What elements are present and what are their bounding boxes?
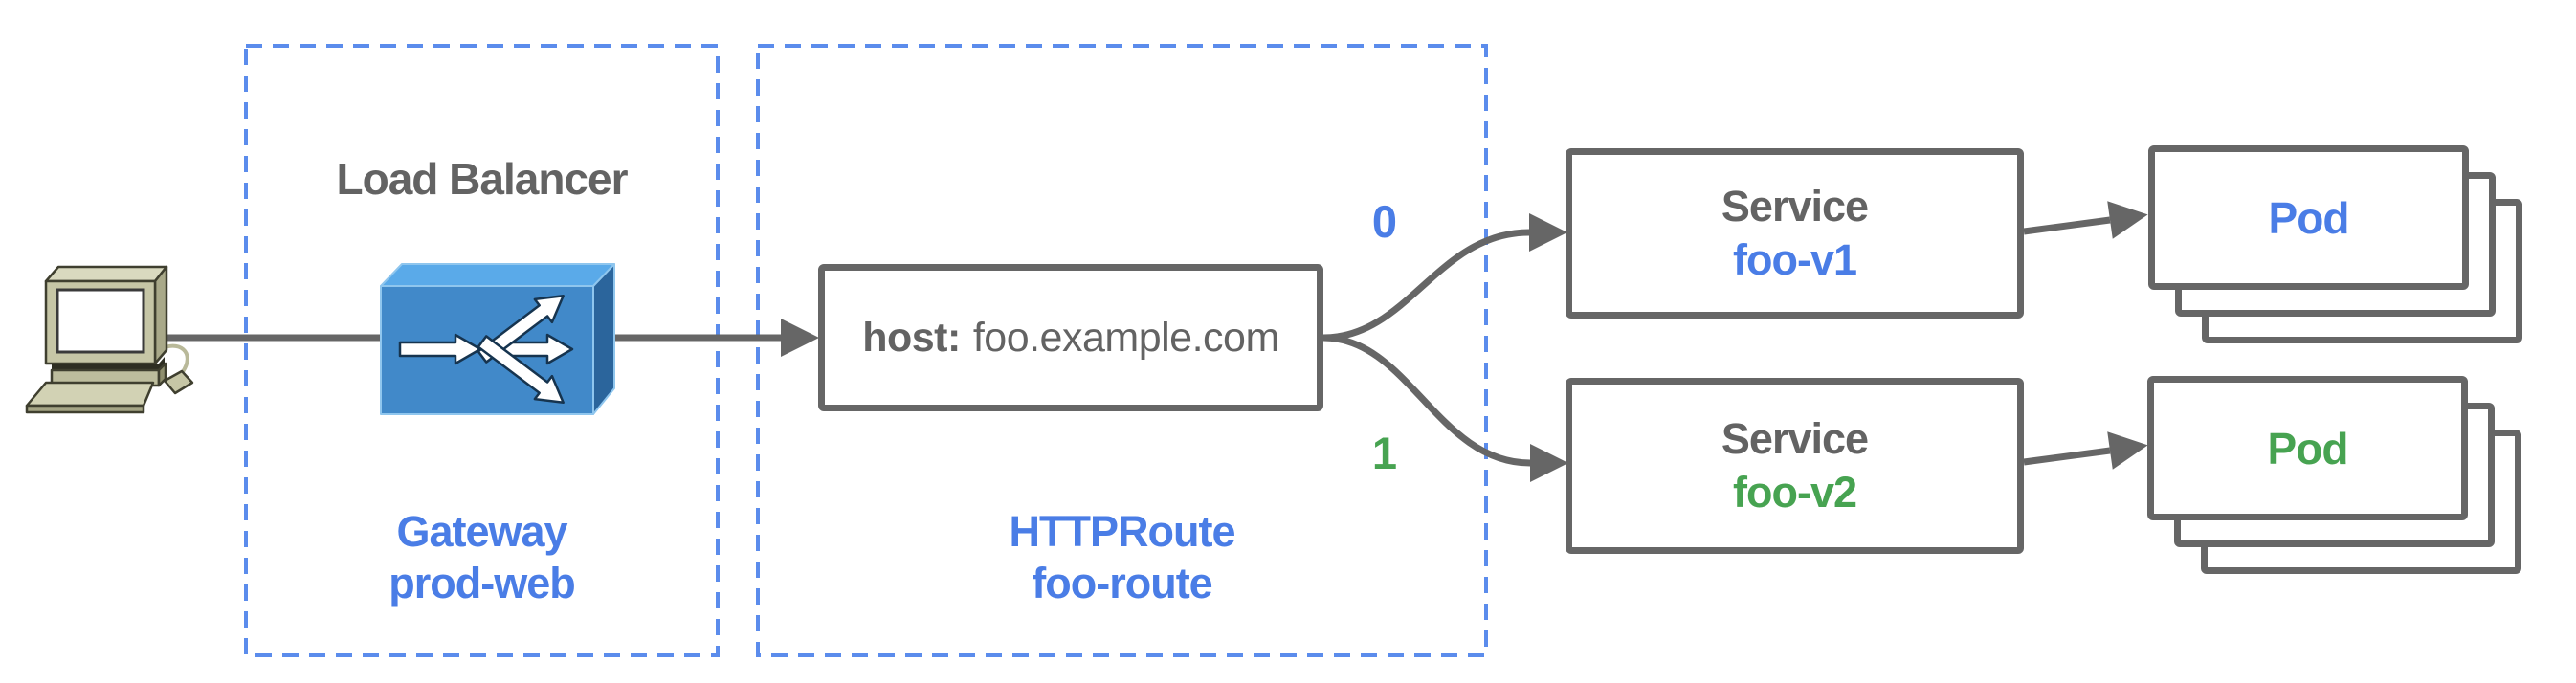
arrow-out-down (477, 335, 565, 405)
service-name: foo-v1 (1733, 235, 1857, 284)
pod-stack-foo-v1: Pod (2148, 145, 2576, 398)
keyboard (25, 381, 155, 408)
pod-stack-foo-v2: Pod (2147, 376, 2576, 628)
pod-label: Pod (2268, 192, 2350, 243)
service-v1-to-pod-arrowhead (2107, 201, 2148, 239)
gateway-caption: Gateway prod-web (246, 506, 718, 609)
service-v2-to-pod-arrowhead (2107, 431, 2148, 470)
computer-icon (25, 265, 194, 414)
host-key: host: (862, 314, 961, 361)
mouse (163, 369, 194, 395)
host-value: foo.example.com (972, 314, 1279, 361)
branch-1-arrowhead (1530, 444, 1568, 482)
pod-card-foo-v2: Pod (2147, 376, 2468, 520)
pod-label: Pod (2267, 423, 2349, 474)
gateway-resource-type: Gateway (396, 507, 567, 556)
httproute-host-box: host: foo.example.com (818, 264, 1323, 411)
gateway-group-dashed-box (244, 44, 720, 657)
service-name: foo-v2 (1733, 468, 1857, 517)
httproute-resource-name: foo-route (1032, 559, 1212, 607)
branch-0-curve (1322, 229, 1530, 342)
httproute-resource-type: HTTPRoute (1009, 507, 1236, 556)
service-box-foo-v2: Service foo-v2 (1566, 378, 2024, 554)
service-v1-to-pod-line (2023, 216, 2111, 235)
service-v2-to-pod-line (2023, 447, 2111, 466)
branch-weight-0: 0 (1371, 196, 1398, 247)
load-balancer-title: Load Balancer (336, 154, 629, 204)
client-to-host-arrowhead (781, 319, 819, 357)
branch-0-arrowhead (1529, 213, 1567, 252)
branch-weight-1: 1 (1371, 428, 1398, 478)
pod-card-foo-v1: Pod (2148, 145, 2469, 290)
gateway-resource-name: prod-web (389, 559, 575, 607)
monitor-screen (56, 288, 145, 354)
branch-1-curve (1322, 334, 1531, 467)
service-box-foo-v1: Service foo-v1 (1566, 148, 2024, 319)
arrow-in (398, 333, 482, 365)
load-balancer-router-icon (380, 263, 615, 415)
httproute-group-dashed-box (756, 44, 1488, 657)
service-kind: Service (1721, 414, 1869, 463)
service-kind: Service (1721, 182, 1869, 231)
httproute-caption: HTTPRoute foo-route (758, 506, 1486, 609)
